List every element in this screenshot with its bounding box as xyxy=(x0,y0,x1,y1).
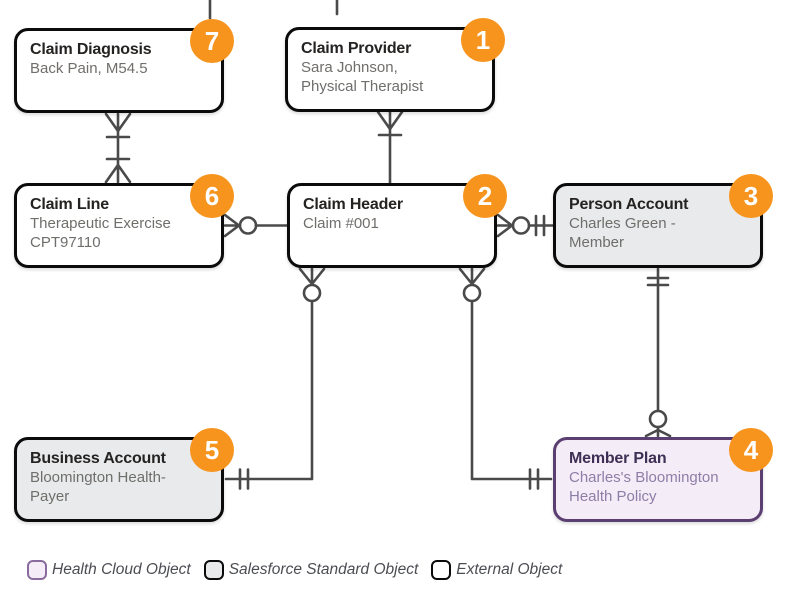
step-badge-6: 6 xyxy=(190,174,234,218)
connector-claim-provider-claim-header xyxy=(376,110,404,185)
legend-item-standard: Salesforce Standard Object xyxy=(203,560,419,580)
health-cloud-swatch-icon xyxy=(27,560,47,580)
node-title: Claim Diagnosis xyxy=(30,41,152,58)
legend-label: Salesforce Standard Object xyxy=(228,561,419,578)
node-subtitle: Charles Green - xyxy=(569,215,676,232)
connector-claim-header-member-plan xyxy=(458,267,553,490)
legend-label: External Object xyxy=(456,561,563,578)
legend-item-health-cloud: Health Cloud Object xyxy=(27,560,191,580)
node-subtitle: Health Policy xyxy=(569,487,657,505)
legend-item-external: External Object xyxy=(431,560,562,580)
node-claim-provider: 1 Claim Provider Sara Johnson, Physical … xyxy=(285,18,505,112)
standard-object-swatch-icon xyxy=(203,560,224,580)
step-badge-4: 4 xyxy=(729,428,773,472)
step-badge-5: 5 xyxy=(190,428,234,472)
node-title: Claim Provider xyxy=(301,40,412,57)
connector-claim-diagnosis-claim-line xyxy=(104,112,132,184)
step-badge-2: 2 xyxy=(463,174,507,218)
node-title: Claim Header xyxy=(303,196,403,213)
node-claim-diagnosis: 7 Claim Diagnosis Back Pain, M54.5 xyxy=(14,19,234,113)
node-subtitle: CPT97110 xyxy=(30,233,101,251)
node-title: Person Account xyxy=(569,196,689,213)
node-title: Member Plan xyxy=(569,450,667,467)
node-subtitle: Therapeutic Exercise xyxy=(30,215,171,232)
node-member-plan: 4 Member Plan Charles's Bloomington Heal… xyxy=(553,428,773,522)
node-subtitle: Payer xyxy=(30,487,70,505)
connector-claim-line-claim-header xyxy=(223,213,289,238)
step-badge-3: 3 xyxy=(729,174,773,218)
node-person-account: 3 Person Account Charles Green - Member xyxy=(553,174,773,268)
connector-claim-header-person-account xyxy=(496,213,555,238)
node-business-account: 5 Business Account Bloomington Health- P… xyxy=(14,428,234,522)
step-badge-7: 7 xyxy=(190,19,234,63)
node-subtitle: Sara Johnson, xyxy=(301,59,398,76)
node-subtitle: Bloomington Health- xyxy=(30,469,166,486)
node-title: Claim Line xyxy=(30,196,109,213)
node-subtitle: Member xyxy=(569,233,625,251)
node-subtitle: Physical Therapist xyxy=(301,77,424,95)
node-subtitle: Back Pain, M54.5 xyxy=(30,60,148,77)
legend: Health Cloud Object Salesforce Standard … xyxy=(27,560,562,580)
node-subtitle: Claim #001 xyxy=(303,215,379,232)
connector-person-account-member-plan xyxy=(644,267,672,438)
external-object-swatch-icon xyxy=(431,560,452,580)
node-claim-line: 6 Claim Line Therapeutic Exercise CPT971… xyxy=(14,174,234,268)
node-subtitle: Charles's Bloomington xyxy=(569,469,719,486)
step-badge-1: 1 xyxy=(461,18,505,62)
node-claim-header: 2 Claim Header Claim #001 xyxy=(287,174,507,268)
legend-label: Health Cloud Object xyxy=(52,561,191,578)
node-title: Business Account xyxy=(30,450,166,467)
connector-claim-header-business-account xyxy=(224,267,326,490)
